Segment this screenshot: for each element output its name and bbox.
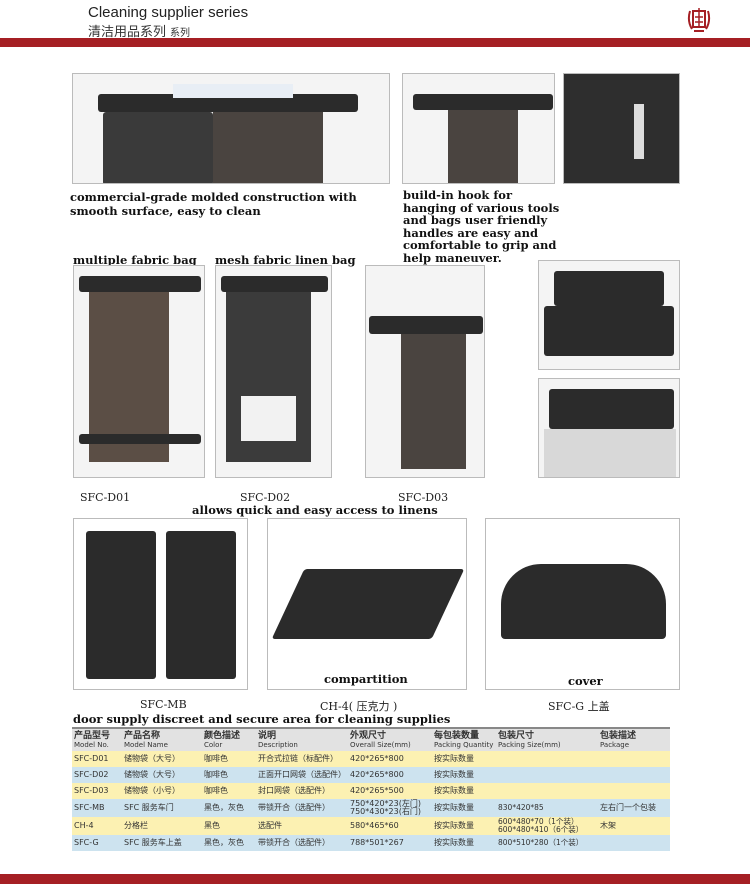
header-title-cn-main: 清洁用品系列 — [88, 25, 167, 40]
table-cell — [598, 783, 670, 799]
table-cell: 封口网袋（选配件） — [256, 783, 348, 799]
header-title-cn-small: 系列 — [170, 28, 191, 39]
table-cell: 420*265*800 — [348, 751, 432, 767]
table-cell: 带锁开合（选配件） — [256, 799, 348, 817]
brand-logo-icon — [687, 8, 711, 32]
table-cell: 储物袋（小号） — [122, 783, 202, 799]
table-cell: 按实际数量 — [432, 783, 496, 799]
photo-sfc-mb — [73, 518, 248, 690]
caption-hook: build-in hook for hanging of various too… — [403, 188, 560, 265]
label-sfc-mb: SFC-MB — [140, 698, 187, 711]
table-cell: 分格栏 — [122, 817, 202, 835]
header-bar — [0, 38, 750, 47]
caption-mesh-bag: mesh fabric linen bag — [215, 253, 356, 267]
table-cell: CH-4 — [72, 817, 122, 835]
table-cell: 储物袋（大号） — [122, 767, 202, 783]
caption-molded: commercial-grade molded construction wit… — [70, 190, 357, 218]
table-cell: 咖啡色 — [202, 783, 256, 799]
table-cell — [598, 767, 670, 783]
photo-lid-open — [538, 260, 680, 370]
photo-sfc-d01 — [73, 265, 205, 478]
table-cell: SFC-D02 — [72, 767, 122, 783]
table-cell: 咖啡色 — [202, 767, 256, 783]
header-title-en: Cleaning supplier series — [88, 4, 249, 21]
table-cell: 按实际数量 — [432, 767, 496, 783]
table-cell: 按实际数量 — [432, 817, 496, 835]
table-cell — [496, 783, 598, 799]
photo-cart-handle — [563, 73, 680, 184]
table-cell: 左右门一个包装 — [598, 799, 670, 817]
label-sfc-d03: SFC-D03 — [398, 491, 449, 504]
caption-compartition: compartition — [324, 672, 408, 686]
table-cell: SFC-MB — [72, 799, 122, 817]
table-cell: 黑色，灰色 — [202, 835, 256, 851]
table-cell: SFC-D03 — [72, 783, 122, 799]
photo-cart-hook — [402, 73, 555, 184]
table-cell: 储物袋（大号） — [122, 751, 202, 767]
table-cell: 580*465*60 — [348, 817, 432, 835]
table-cell: 黑色 — [202, 817, 256, 835]
label-sfc-d02: SFC-D02 — [240, 491, 291, 504]
table-cell: SFC-G — [72, 835, 122, 851]
table-cell: 带锁开合（选配件） — [256, 835, 348, 851]
table-cell: 木架 — [598, 817, 670, 835]
table-cell: 按实际数量 — [432, 751, 496, 767]
table-cell: 黑色，灰色 — [202, 799, 256, 817]
photo-sfc-d03 — [365, 265, 485, 478]
table-cell: 420*265*800 — [348, 767, 432, 783]
table-cell: 按实际数量 — [432, 835, 496, 851]
caption-door: door supply discreet and secure area for… — [73, 712, 451, 726]
table-cell: 788*501*267 — [348, 835, 432, 851]
caption-linens: allows quick and easy access to linens — [192, 503, 438, 517]
label-ch-4: CH-4( 压克力 ) — [320, 700, 398, 713]
photo-sfc-d02 — [215, 265, 332, 478]
table-cell: 咖啡色 — [202, 751, 256, 767]
table-cell — [598, 751, 670, 767]
table-cell: SFC 服务车门 — [122, 799, 202, 817]
table-cell: 600*480*70（1个装） 600*480*410（6个装） — [496, 817, 598, 835]
caption-cover: cover — [568, 674, 603, 688]
table-cell: 正面开口网袋（选配件） — [256, 767, 348, 783]
caption-fabric-bag: multiple fabric bag — [73, 253, 197, 267]
table-cell — [598, 835, 670, 851]
table-cell: 800*510*280（1个装） — [496, 835, 598, 851]
label-sfc-g: SFC-G 上盖 — [548, 700, 610, 713]
photo-cart-molded — [72, 73, 390, 184]
table-cell: SFC 服务车上盖 — [122, 835, 202, 851]
table-cell: 选配件 — [256, 817, 348, 835]
table-cell: 830*420*85 — [496, 799, 598, 817]
footer-bar — [0, 874, 750, 884]
table-cell — [496, 751, 598, 767]
photo-tray — [538, 378, 680, 478]
label-sfc-d01: SFC-D01 — [80, 491, 131, 504]
photo-ch-4: compartition — [267, 518, 467, 690]
table-cell: 按实际数量 — [432, 799, 496, 817]
table-cell: 750*420*23(左门) 750*430*23(右门) — [348, 799, 432, 817]
table-cell — [496, 767, 598, 783]
table-cell: 开合式拉链（标配件） — [256, 751, 348, 767]
table-cell: 420*265*500 — [348, 783, 432, 799]
table-cell: SFC-D01 — [72, 751, 122, 767]
header-title-cn: 清洁用品系列系列 — [88, 21, 190, 40]
photo-sfc-g: cover — [485, 518, 680, 690]
